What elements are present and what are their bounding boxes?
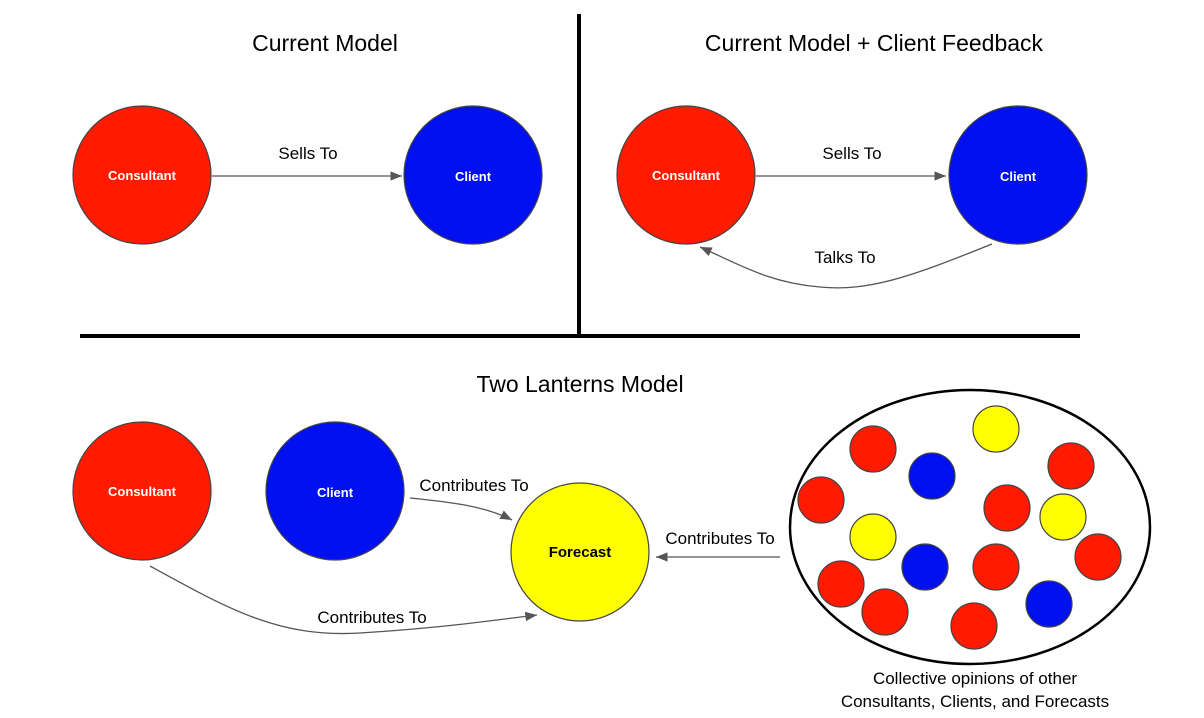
small-forecast-node [849, 513, 897, 561]
small-consultant-node [1047, 442, 1095, 490]
consultant-contributes-edge [149, 565, 538, 635]
feedback-model-title: Current Model + Client Feedback [705, 30, 1044, 56]
small-consultant-node [797, 476, 845, 524]
small-client-node [1025, 580, 1073, 628]
sells-to-label: Sells To [822, 144, 881, 163]
client-node [403, 105, 543, 245]
consultant-node-label: Consultant [652, 168, 721, 183]
small-consultant-node [817, 560, 865, 608]
consultant-node-label: Consultant [108, 484, 177, 499]
sells-to-label: Sells To [278, 144, 337, 163]
current-model-panel: Current Model Consultant Client Sells To [72, 30, 543, 245]
collective-opinions-group [788, 388, 1152, 666]
client-node-label: Client [1000, 169, 1037, 184]
small-consultant-node [950, 602, 998, 650]
small-consultant-node [849, 425, 897, 473]
talks-to-label: Talks To [814, 248, 875, 267]
consultant-node-label: Consultant [108, 168, 177, 183]
client-contributes-label: Contributes To [419, 476, 528, 495]
collective-contributes-label: Contributes To [665, 529, 774, 548]
small-consultant-node [1074, 533, 1122, 581]
small-forecast-node [972, 405, 1020, 453]
small-forecast-node [1039, 493, 1087, 541]
current-model-title: Current Model [252, 30, 398, 56]
small-client-node [908, 452, 956, 500]
forecast-node [510, 482, 650, 622]
client-node [948, 105, 1088, 245]
small-consultant-node [972, 543, 1020, 591]
collective-caption-line2: Consultants, Clients, and Forecasts [841, 692, 1109, 711]
small-client-node [901, 543, 949, 591]
two-lanterns-panel: Two Lanterns Model Consultant Client For… [72, 371, 1152, 711]
feedback-model-panel: Current Model + Client Feedback Consulta… [616, 30, 1088, 289]
collective-caption-line1: Collective opinions of other [873, 669, 1077, 688]
talks-to-edge [699, 243, 993, 289]
client-node [265, 421, 405, 561]
small-consultant-node [861, 588, 909, 636]
consultant-node [72, 421, 212, 561]
consultant-contributes-label: Contributes To [317, 608, 426, 627]
small-consultant-node [983, 484, 1031, 532]
consultant-node [616, 105, 756, 245]
forecast-node-label: Forecast [549, 544, 612, 561]
client-node-label: Client [455, 169, 492, 184]
consultant-node [72, 105, 212, 245]
client-contributes-edge [409, 497, 513, 521]
client-node-label: Client [317, 485, 354, 500]
two-lanterns-title: Two Lanterns Model [476, 371, 683, 397]
